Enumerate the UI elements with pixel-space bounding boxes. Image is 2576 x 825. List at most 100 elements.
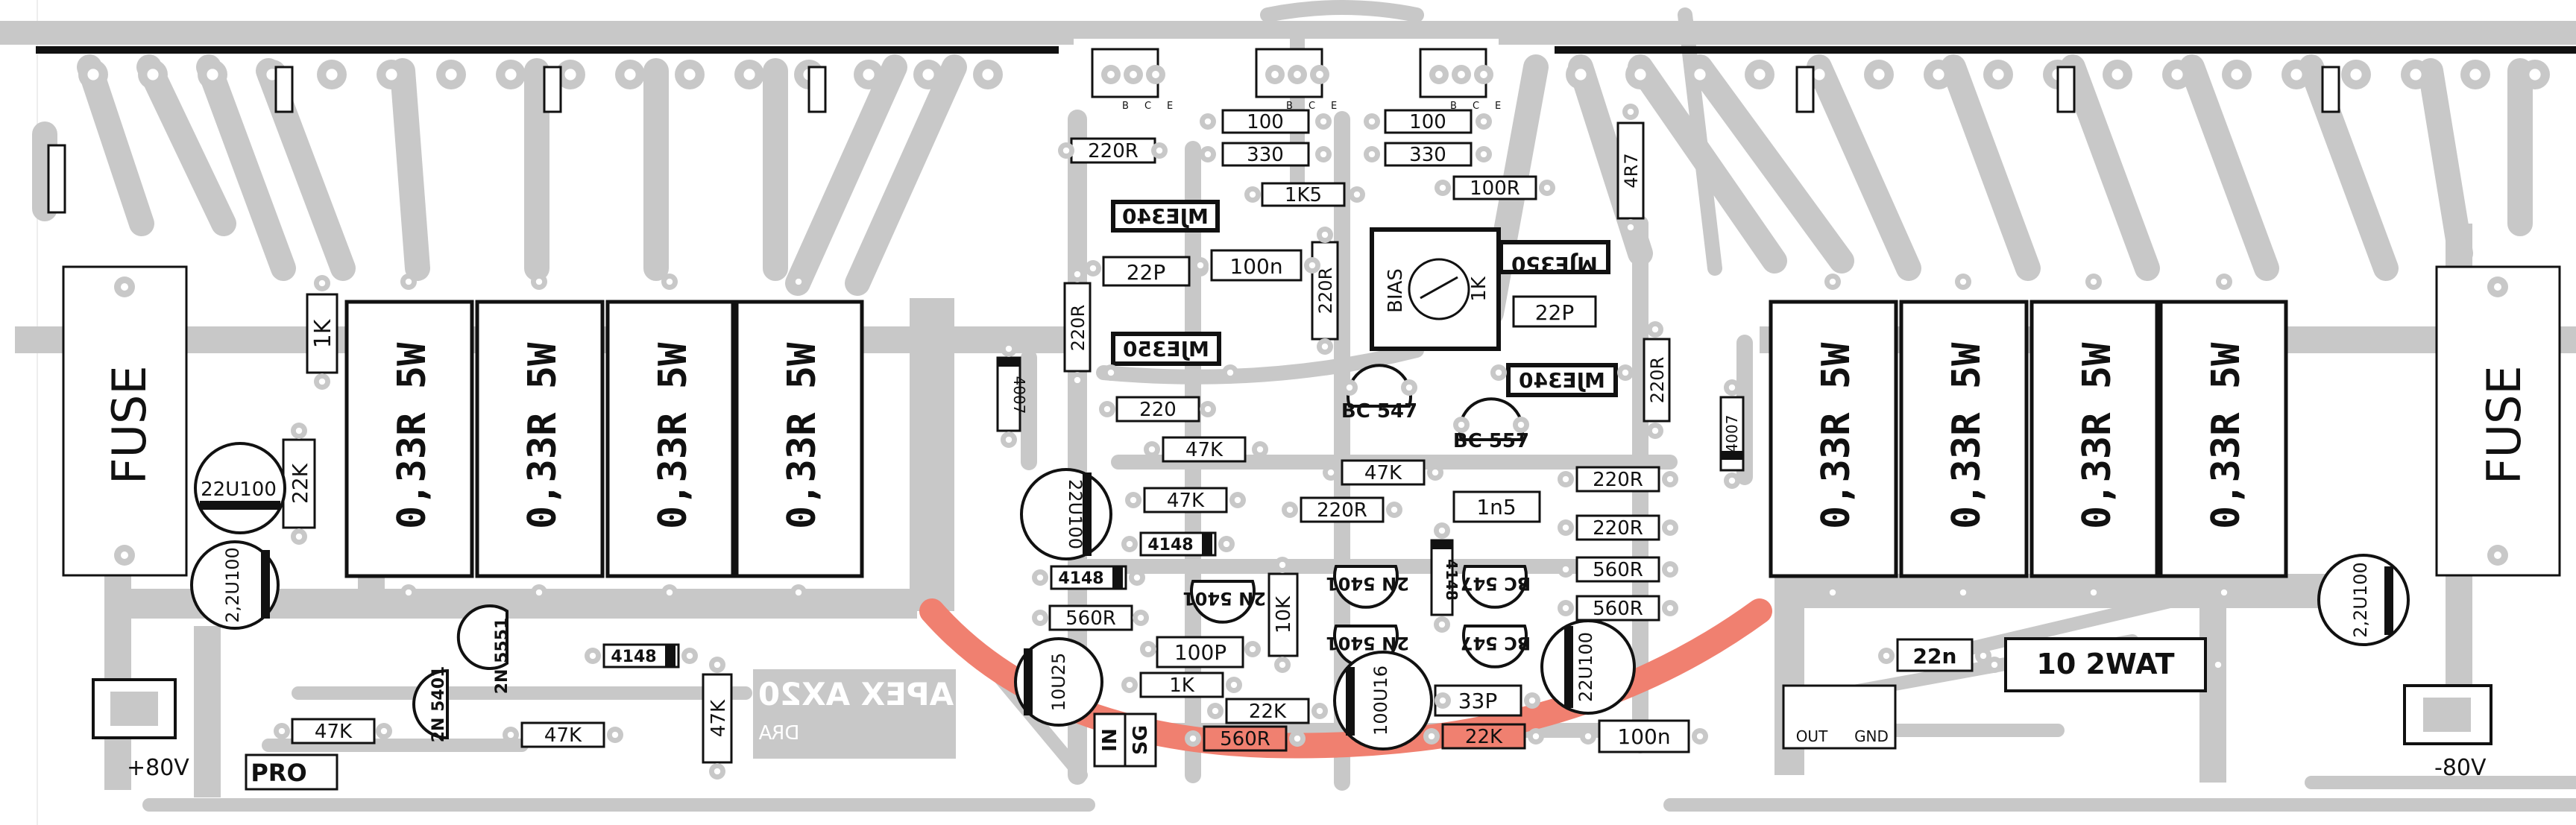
q-bc547-a: BC 547 <box>1341 400 1417 423</box>
power-resistors-left: 0,33R 5W 0,33R 5W 0,33R 5W 0,33R 5W <box>344 300 864 578</box>
pad-hole <box>1666 524 1674 531</box>
c-22u100-a: 22U100 <box>1065 479 1086 549</box>
pad-hole <box>1309 262 1316 269</box>
pad-hole <box>1435 71 1443 78</box>
pad-hole <box>1107 71 1115 78</box>
pad-hole <box>207 69 218 80</box>
pad-hole <box>714 768 721 775</box>
c-22n: 22n <box>1913 644 1957 668</box>
pad-hole <box>1562 566 1569 573</box>
r-560r-c: 560R <box>1593 559 1643 581</box>
c-10u25: 10U25 <box>1048 653 1069 712</box>
c-100u16: 100U16 <box>1370 666 1391 736</box>
pad-hole <box>1036 614 1044 622</box>
r-47k-c: 47K <box>1167 490 1205 512</box>
pad-hole <box>1694 69 1706 80</box>
power-resistor-label: 0,33R 5W <box>780 342 825 529</box>
pad-hole <box>1622 369 1629 376</box>
pad-hole <box>295 533 303 540</box>
pad-hole <box>1320 151 1327 158</box>
pad-hole <box>1528 697 1536 704</box>
pad-hole <box>1204 405 1212 413</box>
pad-hole <box>2290 69 2302 80</box>
pad-hole <box>1005 345 1013 353</box>
q-2n5401-d: 2N 5401 <box>429 666 448 743</box>
c-22p-a: 22P <box>1127 260 1166 285</box>
pin-c-label: C <box>1309 101 1315 112</box>
q-mje350-a: MJE350 <box>1511 252 1598 276</box>
pad-hole <box>1517 421 1525 429</box>
pin-b-label: B <box>1122 101 1129 112</box>
pad-hole <box>589 652 596 660</box>
pad-hole <box>405 589 412 596</box>
pad-hole <box>1126 681 1133 689</box>
pot-1k-label: 1K <box>1468 276 1490 302</box>
pad-hole <box>1368 151 1376 158</box>
r-4r7: 4R7 <box>1621 153 1642 188</box>
pad-hole <box>1005 436 1013 443</box>
pad-hole <box>1249 191 1256 198</box>
c-100n-a: 100n <box>1229 254 1282 279</box>
pad-hole <box>1754 69 1766 80</box>
pad-hole <box>666 278 673 285</box>
c-22u100-left: 22U100 <box>201 478 277 501</box>
pad-hole <box>507 731 514 739</box>
pad-hole <box>2469 69 2481 80</box>
pad-hole <box>1532 733 1540 740</box>
pad-hole <box>795 589 802 596</box>
pad-hole <box>1137 614 1144 622</box>
pad-hole <box>1428 733 1435 740</box>
r-47k-f: 47K <box>708 699 730 737</box>
pad-hole <box>1204 118 1212 125</box>
c-2u2100-right: 2,2U100 <box>2350 562 2371 638</box>
pad-hole <box>318 279 326 287</box>
pin-c-label: C <box>1473 101 1479 112</box>
pad-hole <box>1152 71 1159 78</box>
q-bc547-c: BC 547 <box>1461 633 1531 654</box>
pad-hole <box>1432 469 1439 476</box>
pad-hole <box>326 69 338 80</box>
pad-hole <box>1959 589 1967 596</box>
r-100r: 100R <box>1470 177 1520 200</box>
pad-hole <box>1873 69 1885 80</box>
pad-hole <box>1107 369 1115 376</box>
pad-hole <box>1074 376 1081 384</box>
pad-hole <box>1438 621 1446 628</box>
c-22u100-b: 22U100 <box>1575 632 1596 702</box>
d-4148-c: 4148 <box>1443 559 1461 601</box>
pad-hole <box>1133 574 1141 581</box>
pin-labels: B C E B C E B C E <box>1122 101 1501 112</box>
r-560r-a: 560R <box>1065 607 1116 630</box>
pad-hole <box>2231 69 2243 80</box>
pad-hole <box>87 69 99 80</box>
pad-hole <box>278 727 286 735</box>
pad-hole <box>714 661 721 668</box>
c-100p: 100P <box>1174 640 1226 665</box>
pad-hole <box>1279 661 1286 668</box>
pad-hole <box>1316 71 1323 78</box>
components: 220R 100 330 100 330 1K5 100R 4R7 MJE340… <box>92 109 2492 791</box>
pad-hole <box>1346 384 1353 391</box>
top-pad-row-right <box>1566 60 2550 89</box>
fuse-right-label: FUSE <box>2477 365 2531 484</box>
pad-hole <box>2220 589 2228 596</box>
pad-hole <box>2350 69 2362 80</box>
pad-hole <box>1130 71 1137 78</box>
pin-e-label: E <box>1167 101 1173 112</box>
pad-hole <box>1992 69 2004 80</box>
in-label: IN <box>1099 728 1121 751</box>
pad-hole <box>2171 69 2183 80</box>
q-mje340-b: MJE340 <box>1519 368 1605 393</box>
pad-hole <box>1036 574 1044 581</box>
pad-hole <box>1829 278 1836 285</box>
r-220r-b: 220R <box>1317 499 1367 522</box>
pad-hole <box>1991 661 1998 668</box>
driver-transistor-headers <box>1091 48 1493 98</box>
pad-hole <box>1480 118 1487 125</box>
r-22k-left: 22K <box>288 463 312 504</box>
v-minus-label: -80V <box>2434 755 2487 781</box>
r-47k-a: 47K <box>1185 439 1224 461</box>
power-resistor-label: 0,33R 5W <box>2204 342 2249 529</box>
pad-hole <box>611 731 619 739</box>
pad-hole <box>405 278 412 285</box>
